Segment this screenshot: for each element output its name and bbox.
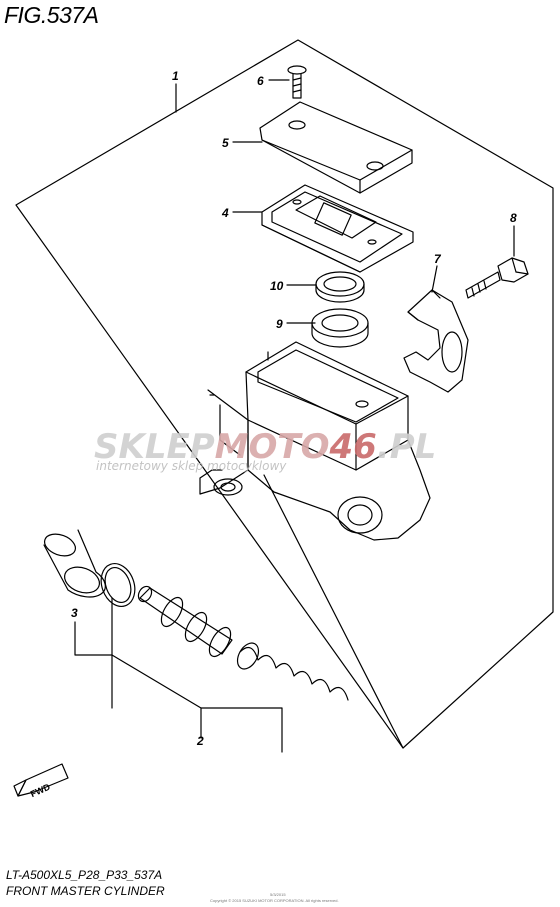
callout-4: 4 <box>221 206 229 220</box>
callout-8: 8 <box>510 211 517 225</box>
leader-2b <box>200 707 283 753</box>
fwd-label: FWD <box>29 782 52 800</box>
footer-model-code: LT-A500XL5_P28_P33_537A <box>6 868 163 882</box>
bolt-part-8 <box>465 257 529 299</box>
fwd-arrow <box>13 763 69 797</box>
assembly-frame <box>15 39 554 749</box>
piston-part-2 <box>137 585 233 658</box>
screw-part-6 <box>287 65 307 99</box>
footer-figure-name: FRONT MASTER CYLINDER <box>6 884 165 898</box>
spring <box>236 642 349 701</box>
leader-3 <box>74 621 113 656</box>
clamp-part-7 <box>403 289 469 393</box>
watermark-part2: MOTO <box>215 427 330 467</box>
seal-part-9 <box>311 308 369 348</box>
fine-print-date: 5/3/2015 <box>270 892 286 897</box>
callout-10: 10 <box>270 279 284 293</box>
boot-part-3 <box>43 529 106 598</box>
watermark-tagline: internetowy sklep motocyklowy <box>96 459 287 473</box>
diagonal-guide <box>263 474 404 749</box>
callout-5: 5 <box>222 136 229 150</box>
callout-3: 3 <box>71 606 78 620</box>
callout-9: 9 <box>276 317 283 331</box>
watermark: SKLEPMOTO46.PL internetowy sklep motocyk… <box>94 427 436 473</box>
figure-title: FIG.537A <box>4 2 99 28</box>
callout-2: 2 <box>196 734 204 748</box>
watermark-part1: SKLEP <box>94 427 215 467</box>
master-cylinder-body <box>199 341 431 541</box>
callout-6: 6 <box>257 74 264 88</box>
circlip <box>100 563 136 607</box>
fine-print-copyright: Copyright © 2015 SUZUKI MOTOR CORPORATIO… <box>210 898 339 903</box>
callout-7: 7 <box>434 252 442 266</box>
diaphragm-part-4 <box>261 184 414 273</box>
cap-part-5 <box>259 101 413 194</box>
watermark-part4: .PL <box>377 427 437 467</box>
svg-text:SKLEPMOTO46.PL: SKLEPMOTO46.PL <box>94 427 436 467</box>
watermark-part3: 46 <box>329 427 377 467</box>
leader-7 <box>431 265 438 293</box>
callout-1: 1 <box>172 69 179 83</box>
oring-part-10 <box>315 271 365 303</box>
leader-2 <box>111 654 202 739</box>
